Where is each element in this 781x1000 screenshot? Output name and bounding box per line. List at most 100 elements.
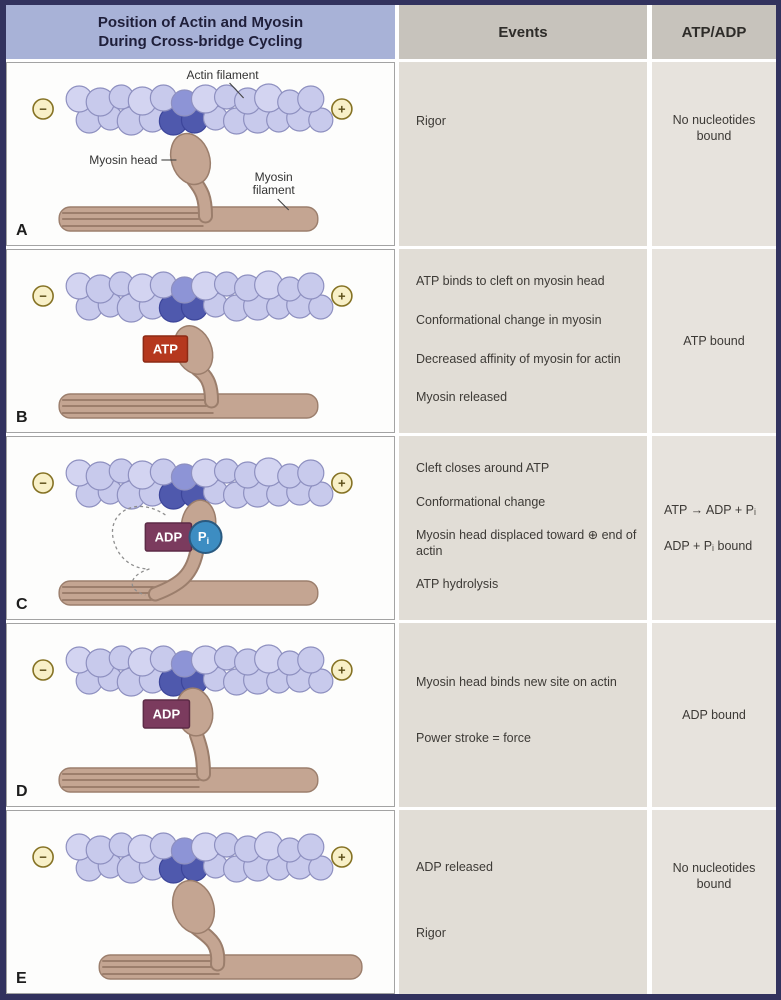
header-events: Events	[399, 5, 647, 59]
event-text: Rigor	[416, 925, 446, 940]
cycle-row-d: − + ADP D Myosin head binds new site on acti…	[6, 623, 776, 807]
event-text: Cleft closes around ATP	[416, 461, 550, 475]
event-text: Myosin head binds new site on actin	[416, 675, 617, 689]
diagram-svg: −+ATP	[32, 270, 353, 419]
diagram-panel-d: − + ADP D	[6, 623, 395, 807]
svg-text:filament: filament	[253, 183, 296, 197]
panel-letter: A	[16, 222, 28, 239]
minus-end-icon	[32, 472, 54, 494]
column-divider	[647, 810, 652, 994]
column-divider	[647, 623, 652, 807]
panel-letter: D	[16, 783, 28, 800]
svg-text:ADP: ADP	[153, 707, 181, 722]
panel-letter: B	[16, 409, 28, 426]
atp-adp-cell: ATP → ADP + Pᵢ ADP + Pᵢ bound	[652, 436, 776, 620]
actin-subunit	[297, 646, 325, 674]
event-text: ATP binds to cleft on myosin head	[416, 274, 605, 288]
minus-end-icon	[32, 98, 54, 120]
minus-end-icon	[32, 659, 54, 681]
plus-end-icon	[331, 659, 353, 681]
event-text: Conformational change in myosin	[416, 312, 602, 327]
svg-text:−: −	[39, 663, 47, 678]
event-text: Myosin head displaced toward ⊕ end of ac…	[416, 528, 637, 558]
event-text: Myosin released	[416, 390, 508, 405]
atp-adp-text: ATP bound	[683, 333, 745, 348]
myosin-head	[169, 132, 212, 186]
atp-box	[142, 335, 189, 363]
column-divider	[647, 5, 652, 59]
svg-text:+: +	[338, 102, 346, 117]
atp-adp-text: No nucleotides bound	[672, 861, 756, 892]
svg-text:−: −	[39, 102, 47, 117]
minus-end-icon	[32, 285, 54, 307]
svg-text:+: +	[338, 476, 346, 491]
event-text: Rigor	[416, 114, 446, 128]
svg-text:Myosin head: Myosin head	[89, 153, 157, 167]
minus-end-icon	[32, 846, 54, 868]
svg-text:Actin filament: Actin filament	[186, 68, 259, 82]
panel-letter: C	[16, 596, 28, 613]
events-cell: Rigor	[399, 62, 647, 246]
actin-subunit	[297, 272, 325, 300]
column-divider	[647, 249, 652, 433]
myosin-neck	[149, 541, 204, 600]
event-text: ADP released	[416, 860, 493, 874]
event-text: ATP hydrolysis	[416, 577, 499, 592]
column-divider	[395, 249, 399, 433]
plus-end-icon	[331, 98, 353, 120]
svg-text:+: +	[338, 850, 346, 865]
title-line-2: During Cross-bridge Cycling	[98, 33, 303, 50]
event-text: Decreased affinity of myosin for actin	[416, 351, 621, 366]
atp-adp-text: ADP bound	[682, 707, 746, 722]
diagram-svg: − + ADP	[32, 644, 353, 793]
diagram-panel-e: −+E	[6, 810, 395, 994]
ghost-head-outline	[111, 505, 166, 570]
header-row: Position of Actin and Myosin During Cros…	[6, 5, 776, 59]
title-line-1: Position of Actin and Myosin	[97, 13, 304, 31]
svg-text:Myosin: Myosin	[255, 170, 293, 184]
column-divider	[647, 62, 652, 246]
svg-text:ADP: ADP	[155, 530, 183, 545]
svg-text:−: −	[39, 476, 47, 491]
actin-subunit	[297, 459, 325, 487]
diagram-svg: −+	[32, 831, 363, 980]
svg-text:+: +	[338, 663, 346, 678]
plus-end-icon	[331, 472, 353, 494]
header-diagram-title: Position of Actin and Myosin During Cros…	[6, 5, 395, 59]
atp-adp-text: ATP → ADP + Pᵢ	[664, 502, 756, 517]
label-pointer-line	[277, 198, 290, 211]
atp-adp-cell: No nucleotides bound	[652, 810, 776, 994]
atp-adp-text: No nucleotides bound	[672, 113, 756, 144]
figure-body: Position of Actin and Myosin During Cros…	[6, 5, 776, 994]
plus-end-icon	[331, 285, 353, 307]
svg-text:ATP: ATP	[153, 342, 178, 357]
pi-circle	[188, 520, 223, 554]
atp-adp-cell: No nucleotides bound	[652, 62, 776, 246]
column-divider	[395, 5, 399, 59]
column-divider	[395, 436, 399, 620]
label-pointer-line	[229, 82, 245, 99]
column-divider	[647, 436, 652, 620]
svg-text:−: −	[39, 850, 47, 865]
event-text: Power stroke = force	[416, 730, 531, 745]
ghost-neck-outline	[131, 568, 150, 596]
atp-adp-text: ADP + Pᵢ bound	[664, 539, 753, 553]
column-divider	[395, 810, 399, 994]
svg-text:+: +	[338, 289, 346, 304]
header-atp-adp: ATP/ADP	[652, 5, 776, 59]
column-divider	[395, 623, 399, 807]
